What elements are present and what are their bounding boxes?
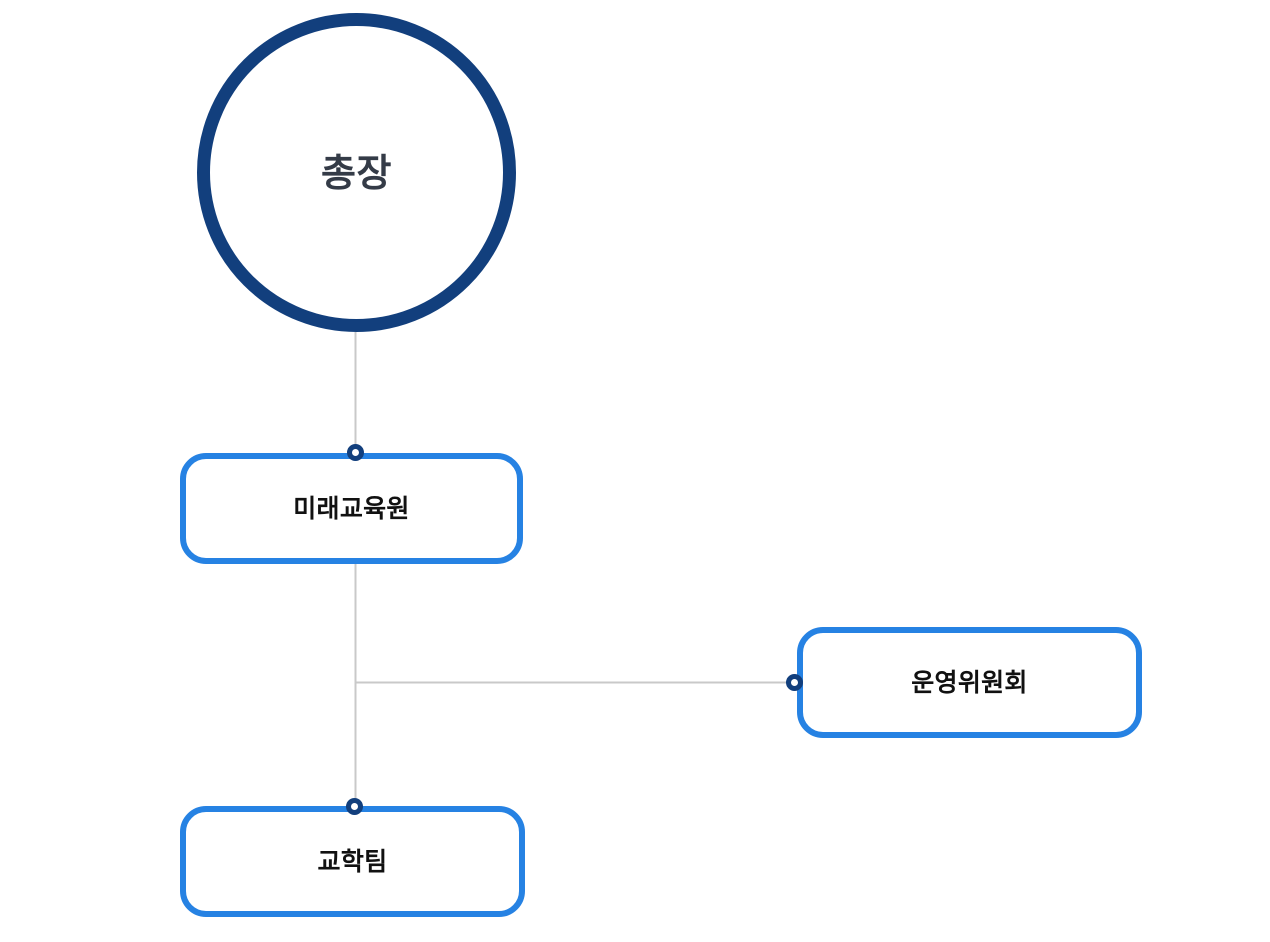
port-dot-gyohak-top[interactable]	[346, 798, 363, 815]
node-gyohak-label: 교학팀	[317, 847, 388, 876]
port-dot-unyeong-left[interactable]	[786, 674, 803, 691]
node-chongjang-label: 총장	[321, 150, 392, 195]
node-unyeong-label: 운영위원회	[911, 668, 1028, 697]
node-mirae[interactable]: 미래교육원	[180, 453, 523, 564]
node-chongjang[interactable]: 총장	[197, 13, 516, 332]
node-gyohak[interactable]: 교학팀	[180, 806, 525, 917]
port-dot-mirae-top[interactable]	[347, 444, 364, 461]
node-unyeong[interactable]: 운영위원회	[797, 627, 1142, 738]
node-mirae-label: 미래교육원	[293, 494, 410, 523]
